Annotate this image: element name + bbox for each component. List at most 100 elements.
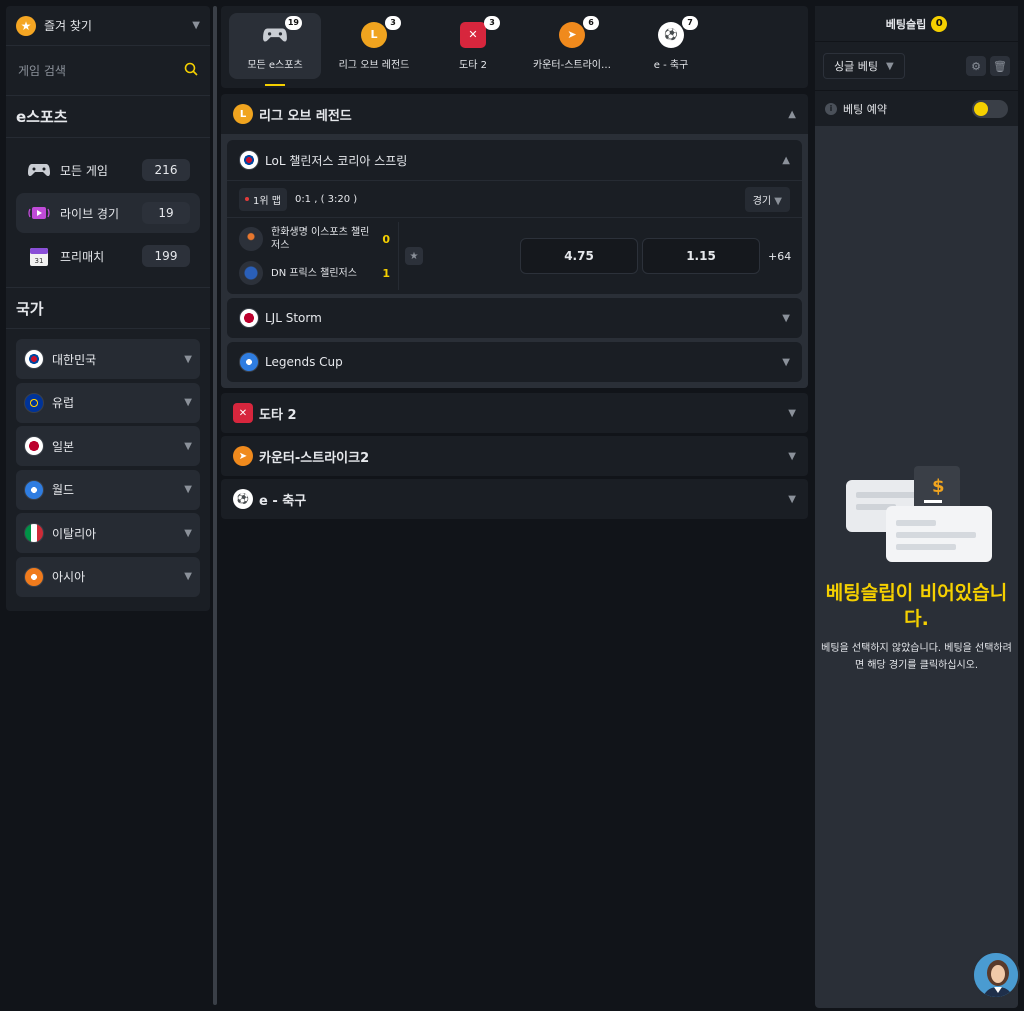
- tournament-title: LoL 챌린저스 코리아 스프링: [265, 153, 408, 168]
- gamepad-icon: [26, 159, 52, 181]
- world-icon: [24, 479, 44, 500]
- tournament-header[interactable]: LoL 챌린저스 코리아 스프링 ▲: [227, 140, 802, 180]
- japan-flag-icon: [24, 436, 44, 456]
- favorites-label: 즐겨 찾기: [44, 19, 92, 33]
- score-time: 0:1 , ( 3:20 ): [294, 193, 358, 205]
- dota-icon: ✕ 3: [460, 15, 500, 48]
- live-icon: [26, 202, 52, 224]
- eu-flag-icon: [24, 392, 44, 413]
- country-japan[interactable]: 일본 ▼: [16, 426, 200, 466]
- svg-text:31: 31: [35, 257, 44, 265]
- tab-lol[interactable]: L 3 리그 오브 레전드: [325, 13, 423, 79]
- match-row[interactable]: 한화생명 이스포츠 챌린저스 0 DN 프릭스 챌린저스 1 ★ 4.75 1.…: [227, 218, 802, 294]
- league-title: 카운터-스트라이크2: [259, 450, 370, 466]
- country-label: 아시아: [52, 570, 86, 584]
- tab-dota2[interactable]: ✕ 3 도타 2: [427, 13, 519, 79]
- favorite-star-icon[interactable]: ★: [405, 247, 423, 265]
- tournament-header[interactable]: LJL Storm ▼: [227, 298, 802, 338]
- team2-score: 1: [382, 266, 390, 280]
- chevron-down-icon: ▼: [788, 450, 796, 462]
- calendar-icon: 31: [26, 245, 52, 267]
- league-efootball[interactable]: ⚽ e - 축구 ▼: [221, 479, 808, 519]
- betslip-toolbar: 싱글 베팅▼ ⚙ 🗑: [815, 42, 1018, 90]
- team-2: DN 프릭스 챌린저스 1: [239, 256, 390, 290]
- tab-counter-strike[interactable]: ➤ 6 카운터-스트라이…: [523, 13, 621, 79]
- country-world[interactable]: 월드 ▼: [16, 469, 200, 510]
- odd-team1[interactable]: 4.75: [520, 238, 638, 274]
- chevron-down-icon: ▼: [788, 407, 796, 419]
- game-prematch[interactable]: 31 프리매치 199: [16, 236, 200, 276]
- market-type-select[interactable]: 경기 ▼: [744, 186, 790, 212]
- country-europe[interactable]: 유럽 ▼: [16, 382, 200, 423]
- lol-icon: L: [233, 104, 253, 124]
- league-header[interactable]: L 리그 오브 레전드 ▲: [221, 94, 808, 134]
- country-italy[interactable]: 이탈리아 ▼: [16, 513, 200, 553]
- trash-icon[interactable]: 🗑: [990, 56, 1010, 76]
- league-dota2[interactable]: ✕ 도타 2 ▼: [221, 393, 808, 433]
- tournament-ljl: LJL Storm ▼: [227, 298, 802, 338]
- country-korea[interactable]: 대한민국 ▼: [16, 339, 200, 379]
- odd-team2[interactable]: 1.15: [642, 238, 760, 274]
- team2-name: DN 프릭스 챌린저스: [271, 267, 357, 279]
- info-icon[interactable]: i: [825, 102, 837, 115]
- game-live-count: 19: [142, 202, 190, 224]
- reserve-label: 베팅 예약: [843, 102, 887, 116]
- korea-flag-icon: [239, 150, 259, 170]
- favorites-row[interactable]: ★ 즐겨 찾기 ▼: [6, 6, 210, 46]
- game-prematch-label: 프리매치: [60, 249, 105, 264]
- game-search[interactable]: 게임 검색: [6, 46, 210, 96]
- tab-badge: 7: [682, 15, 698, 30]
- receipt-illustration-icon: $: [842, 466, 992, 566]
- reserve-toggle[interactable]: [972, 99, 1008, 118]
- league-title: e - 축구: [259, 493, 307, 509]
- tab-badge: 6: [583, 15, 599, 30]
- bet-reserve-row: i 베팅 예약: [815, 90, 1018, 126]
- country-asia[interactable]: 아시아 ▼: [16, 556, 200, 597]
- chevron-down-icon: ▼: [782, 312, 790, 324]
- league-lol: L 리그 오브 레전드 ▲ LoL 챌린저스 코리아 스프링 ▲ 1위 맵 0:…: [221, 94, 808, 388]
- market-type-label: 경기: [752, 195, 772, 207]
- tab-badge: 3: [385, 15, 401, 30]
- empty-title: 베팅슬립이 비어있습니다.: [825, 582, 1008, 630]
- search-icon[interactable]: [184, 62, 198, 80]
- game-live[interactable]: 라이브 경기 19: [16, 193, 200, 233]
- dota-icon: ✕: [233, 403, 253, 423]
- game-all[interactable]: 모든 게임 216: [16, 150, 200, 190]
- tournament-header[interactable]: Legends Cup ▼: [227, 342, 802, 382]
- svg-text:$: $: [932, 476, 945, 497]
- league-counter-strike[interactable]: ➤ 카운터-스트라이크2 ▼: [221, 436, 808, 476]
- game-tabs: 19 모든 e스포츠 L 3 리그 오브 레전드 ✕ 3 도타 2 ➤ 6 카운…: [221, 6, 808, 88]
- map-label: 1위 맵: [253, 195, 281, 207]
- chevron-down-icon: ▼: [782, 356, 790, 368]
- esports-title: e스포츠: [6, 96, 210, 138]
- empty-betslip: $ 베팅슬립이 비어있습니다. 베팅을 선택하지 않았습니다. 베팅을 선택하려…: [815, 466, 1018, 674]
- league-title: 도타 2: [259, 407, 297, 423]
- betslip-title: 베팅슬립: [885, 17, 927, 31]
- tab-efootball[interactable]: ⚽ 7 e - 축구: [625, 13, 717, 79]
- bet-mode-select[interactable]: 싱글 베팅▼: [823, 53, 905, 79]
- japan-flag-icon: [239, 308, 259, 328]
- support-avatar[interactable]: [972, 951, 1020, 999]
- scrollbar[interactable]: [213, 6, 217, 1005]
- country-label: 유럽: [52, 396, 75, 410]
- search-input[interactable]: 게임 검색: [18, 64, 66, 78]
- live-dot-icon: [245, 197, 249, 201]
- toggle-knob: [974, 101, 988, 116]
- betslip-count: 0: [931, 15, 948, 32]
- team1-logo: [239, 227, 263, 251]
- team2-logo: [239, 261, 263, 285]
- chevron-down-icon: ▼: [184, 527, 192, 539]
- chevron-down-icon: ▼: [184, 440, 192, 452]
- game-all-label: 모든 게임: [60, 163, 108, 178]
- tab-all-esports[interactable]: 19 모든 e스포츠: [229, 13, 321, 86]
- korea-flag-icon: [24, 349, 44, 369]
- team1-score: 0: [382, 232, 390, 246]
- gear-icon[interactable]: ⚙: [966, 56, 986, 76]
- game-all-count: 216: [142, 159, 190, 181]
- tab-label: 모든 e스포츠: [247, 59, 303, 71]
- betslip-header: 베팅슬립 0: [815, 6, 1018, 42]
- betslip-panel: 베팅슬립 0 싱글 베팅▼ ⚙ 🗑 i 베팅 예약 $: [815, 6, 1018, 1008]
- more-markets[interactable]: +64: [768, 249, 792, 263]
- chevron-down-icon: ▼: [184, 397, 192, 408]
- tab-badge: 19: [284, 15, 302, 30]
